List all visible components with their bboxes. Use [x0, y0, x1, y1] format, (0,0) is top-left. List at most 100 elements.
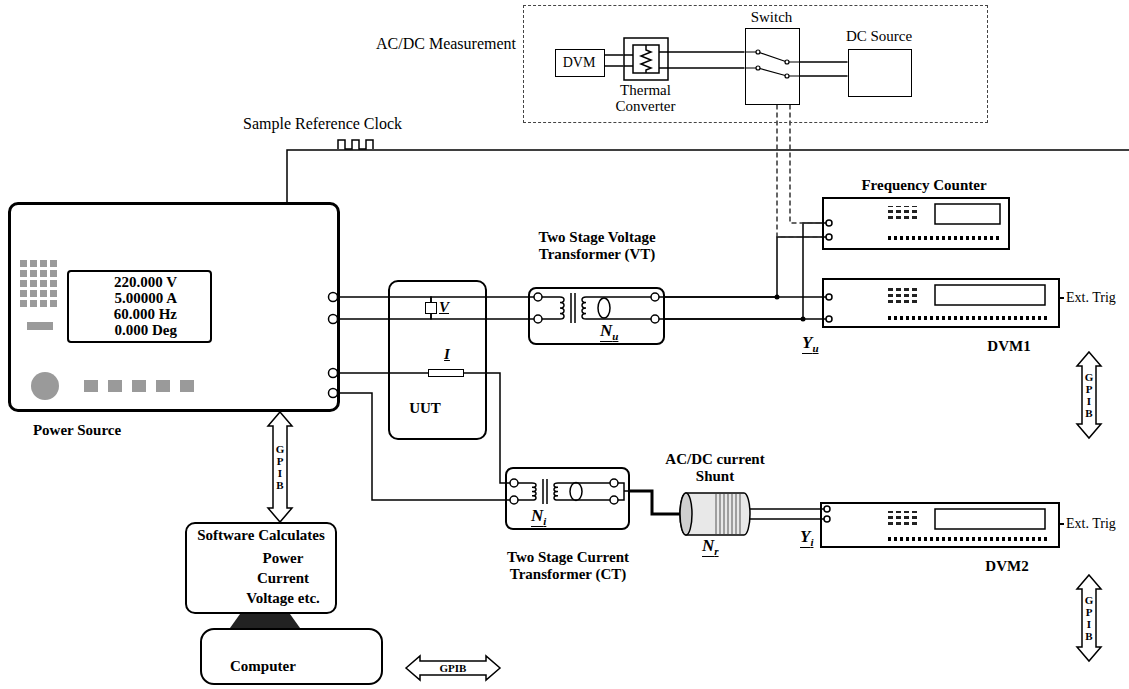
bus-arrow — [1077, 352, 1101, 438]
power-source-panel — [329, 293, 338, 398]
node-label: DVM — [556, 54, 603, 71]
transformer-symbol — [571, 293, 575, 323]
wire — [340, 297, 431, 319]
dvm1: DVM1 — [822, 278, 1060, 328]
uut-box: UUTVI — [388, 280, 487, 440]
transformer-symbol — [518, 483, 536, 500]
power-source-panel — [329, 315, 338, 324]
node-label: V — [439, 299, 455, 316]
transformer-symbol — [582, 297, 651, 319]
dvm-box: DVM — [555, 49, 605, 77]
wire — [605, 55, 624, 66]
node-label: 5.00000 A — [77, 290, 177, 306]
bus-arrow — [406, 656, 500, 680]
power-source-panel — [84, 380, 98, 392]
transformer-symbol — [570, 483, 582, 501]
wire — [668, 67, 745, 69]
wire — [340, 393, 505, 500]
instrument-panel — [1060, 297, 1064, 299]
trigger-label: Ext. Trig — [1066, 515, 1124, 532]
wire — [668, 51, 745, 53]
node-label: 220.000 V — [77, 274, 177, 290]
wire — [665, 297, 822, 319]
transformer-symbol — [534, 315, 542, 323]
junction-dot — [801, 317, 806, 322]
transformer-symbol — [510, 479, 518, 487]
measurement-group: AC/DC MeasurementDVMThermal ConverterSwi… — [523, 5, 988, 123]
transformer-symbol — [651, 315, 659, 323]
bus-arrow — [406, 352, 1101, 680]
instrument-panel — [888, 316, 1050, 320]
power-source-panel — [20, 258, 60, 308]
instrument-panel — [935, 509, 1045, 529]
transformer-symbol — [542, 297, 564, 319]
software-box: Software CalculatesPower Current Voltage… — [185, 522, 337, 614]
transformer-symbol — [534, 293, 542, 301]
node-label: Software Calculates — [189, 527, 333, 544]
wire — [777, 105, 822, 238]
thermal-converter-symbol — [624, 38, 668, 80]
transformer-symbol — [651, 293, 659, 301]
instrument-panel — [1060, 523, 1064, 525]
transformer-symbol — [528, 293, 665, 323]
clock-line — [338, 140, 373, 149]
signal-name: Yu — [802, 334, 832, 357]
instrument-panel — [888, 287, 918, 303]
wire — [340, 297, 431, 302]
wire — [340, 373, 428, 374]
wire — [665, 223, 822, 322]
node-label: Nu — [600, 322, 630, 345]
shunt-symbol — [680, 493, 750, 535]
switch-contacts — [745, 52, 800, 76]
transformer-symbol — [610, 496, 618, 504]
node-label: Switch — [734, 9, 810, 26]
power-source-panel — [329, 389, 338, 398]
node-label: UUT — [390, 400, 460, 417]
power-source-panel — [31, 372, 59, 400]
wire — [800, 75, 848, 77]
clock-line — [287, 140, 1129, 202]
wire — [800, 62, 848, 76]
wire — [668, 52, 745, 68]
trigger-label: Ext. Trig — [1066, 289, 1124, 306]
switch-contacts — [745, 50, 800, 78]
bus-arrow — [268, 412, 292, 522]
node-label: Computer — [230, 658, 320, 675]
wire — [605, 54, 624, 56]
bus-label: GPIB — [275, 443, 285, 491]
transformer-symbol — [598, 298, 610, 318]
bus-label: GPIB — [437, 662, 469, 674]
power-source-panel — [132, 380, 146, 392]
thermal-converter-symbol — [641, 45, 651, 73]
power-source-panel — [27, 322, 53, 330]
transformer-symbol — [505, 479, 630, 504]
instrument-panel — [820, 506, 1064, 539]
node-label: DC Source — [826, 28, 933, 45]
wire — [464, 373, 505, 483]
instrument-panel — [888, 537, 1050, 541]
node-label: Power Source — [13, 422, 141, 439]
instrument-panel — [822, 285, 1064, 322]
node-label: DVM2 — [972, 558, 1042, 575]
dvm2: DVM2 — [820, 502, 1060, 548]
clock-line — [287, 150, 1129, 202]
power-source-panel — [329, 293, 338, 302]
node-label: Two Stage Voltage Transformer (VT) — [522, 229, 672, 263]
thermal-converter-symbol — [624, 52, 668, 68]
instrument-panel — [822, 204, 1000, 240]
signal-name: Yi — [800, 528, 830, 551]
monitor-stand — [230, 614, 300, 628]
instrument-panel — [888, 206, 918, 222]
bus-arrow — [268, 412, 292, 522]
dc-source-box: DC Source — [848, 49, 912, 97]
thermal-converter: Thermal Converter — [624, 38, 668, 80]
node-label: Two Stage Current Transformer (CT) — [482, 549, 654, 583]
instrument-panel — [935, 285, 1045, 305]
node-label: 0.000 Deg — [77, 322, 177, 338]
node-label: AC/DC Measurement — [352, 34, 516, 53]
node-label: AC/DC current Shunt — [655, 451, 775, 485]
wire — [750, 509, 820, 519]
bus-arrow — [1077, 575, 1101, 661]
power-source: Power Source220.000 V5.00000 A60.000 Hz0… — [8, 202, 340, 412]
